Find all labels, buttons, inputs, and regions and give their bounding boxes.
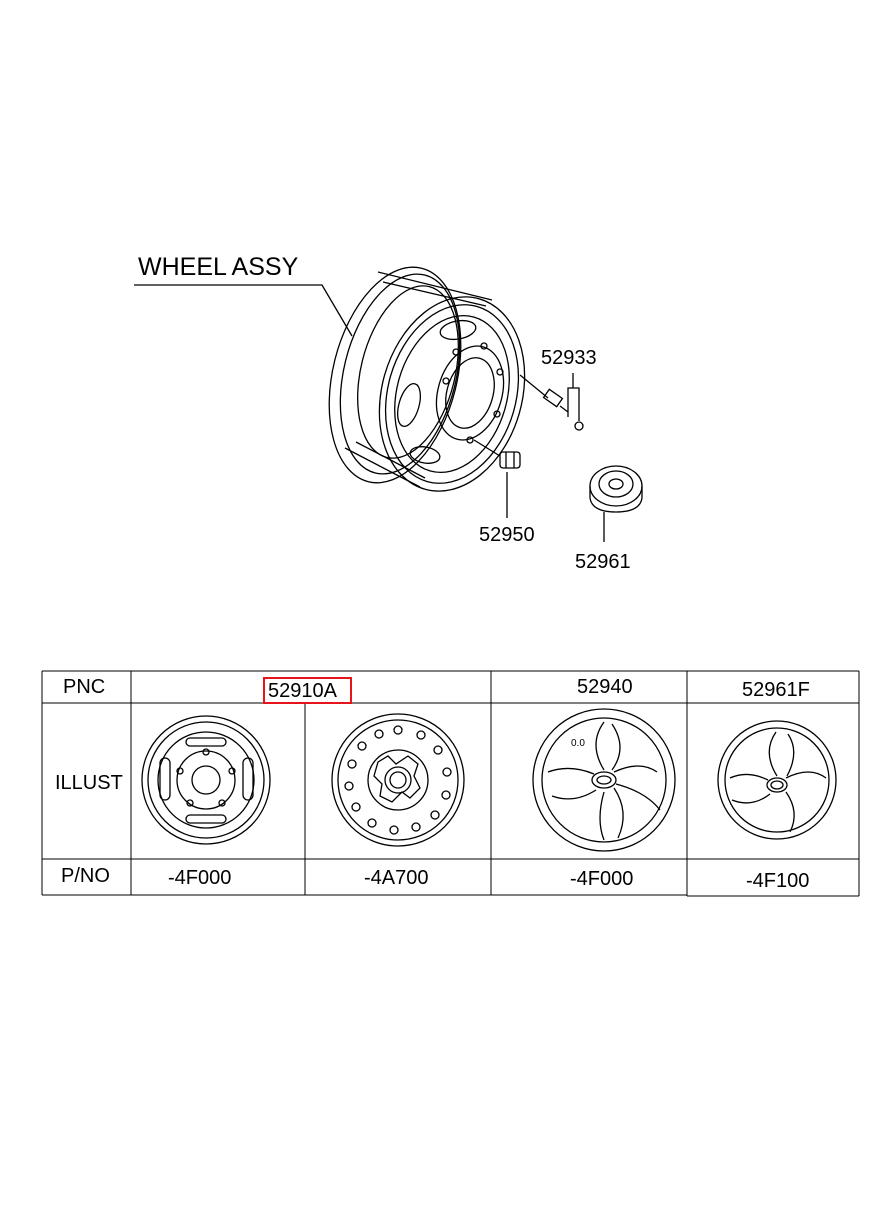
pnc-cover[interactable]: 52940 [577, 676, 633, 698]
row-label-pno: P/NO [61, 865, 110, 887]
valve-stem-drawing [519, 373, 584, 431]
wheel-assy-drawing [328, 266, 526, 492]
pno-cap: -4F100 [746, 870, 810, 892]
pnc-cap[interactable]: 52961F [742, 679, 810, 701]
diagram-title: WHEEL ASSY [138, 253, 299, 281]
callout-nut: 52950 [479, 524, 535, 546]
pno-wheel-cover: -4F000 [570, 868, 634, 890]
pno-alloy-center-wheel: -4A700 [364, 867, 429, 889]
illust-steel-wheel-4a700 [331, 713, 465, 847]
title-leader-line [134, 284, 353, 337]
wheel-nut-drawing [473, 439, 521, 518]
illust-steel-wheel-4f000 [141, 715, 271, 845]
illust-cap-52961f [717, 720, 837, 840]
cover-mark: 0.0 [571, 738, 585, 749]
pnc-wheel[interactable]: 52910A [268, 680, 337, 702]
row-label-pnc: PNC [63, 676, 106, 698]
parts-table-grid [41, 670, 860, 897]
center-cap-drawing [589, 465, 643, 542]
callout-cap: 52961 [575, 551, 631, 573]
illust-wheel-cover-52940 [532, 708, 676, 852]
pnc-highlight-box[interactable] [263, 677, 352, 704]
pno-steel-wheel: -4F000 [168, 867, 232, 889]
callout-valve: 52933 [541, 347, 597, 369]
row-label-illust: ILLUST [55, 772, 123, 794]
